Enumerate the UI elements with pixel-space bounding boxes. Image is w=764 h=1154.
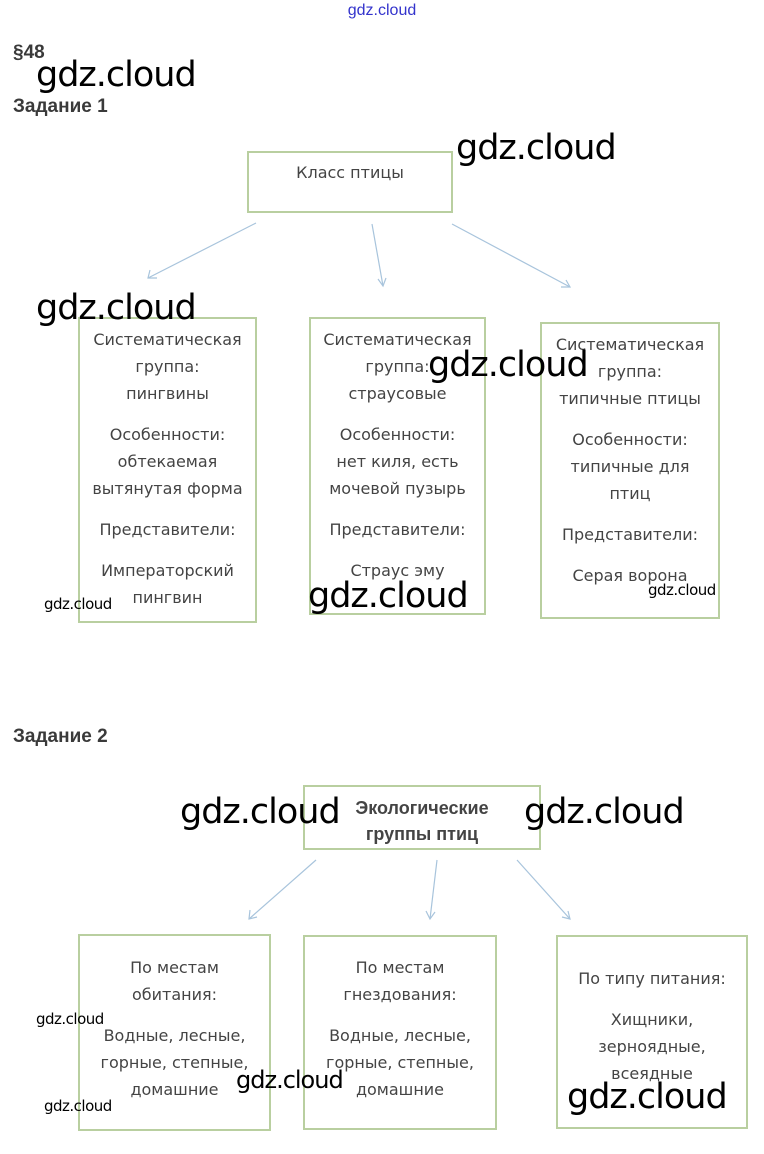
text-line: пингвин	[132, 588, 203, 607]
watermark: gdz.cloud	[36, 288, 197, 328]
watermark: gdz.cloud	[524, 792, 685, 832]
text-line: Систематическая	[93, 330, 242, 349]
arrow-2-1	[248, 859, 317, 920]
text-line: типичные для	[570, 457, 690, 476]
text-line: горные, степные,	[100, 1053, 249, 1072]
text-line: группа:	[365, 357, 430, 376]
text-line: зерноядные,	[598, 1037, 706, 1056]
watermark: gdz.cloud	[236, 1066, 344, 1094]
arrow-2-3	[516, 859, 571, 920]
arrow-2-2	[425, 859, 438, 921]
group-box-typical-birds: Систематическая группа: типичные птицы Осо…	[540, 322, 720, 619]
watermark: gdz.cloud	[44, 1097, 112, 1115]
text-line: вытянутая форма	[92, 479, 243, 498]
task1-title: Задание 1	[13, 96, 108, 117]
root-label: Класс птицы	[296, 163, 404, 182]
text-line: Императорский	[101, 561, 234, 580]
text-line: домашние	[130, 1080, 219, 1099]
text-line: мочевой пузырь	[329, 479, 466, 498]
text-line: Хищники,	[610, 1010, 694, 1029]
text-line: домашние	[355, 1080, 445, 1099]
text-line: По типу питания:	[578, 969, 726, 988]
text-line: обтекаемая	[117, 452, 218, 471]
text-line: По местам	[130, 958, 219, 977]
group-box-penguins: Систематическая группа: пингвины Особеннос…	[78, 317, 257, 623]
text-line: Систематическая	[323, 330, 472, 349]
text-line: всеядные	[611, 1064, 693, 1083]
text-line: типичные птицы	[559, 389, 701, 408]
text-line: Водные, лесные,	[329, 1026, 471, 1045]
watermark: gdz.cloud	[567, 1077, 728, 1117]
text-line: Особенности:	[339, 425, 456, 444]
text-line: Систематическая	[555, 335, 705, 354]
text-line: Представители:	[99, 520, 236, 539]
arrow-1-1	[147, 222, 257, 279]
text-line: Особенности:	[572, 430, 688, 449]
group-box-ostriches: Систематическая группа: страусовые Особенн…	[309, 317, 486, 615]
eco-box-feeding: По типу питания: Хищники, зерноядные, всея…	[556, 935, 748, 1129]
section-number: §48	[13, 42, 45, 63]
root-box-bird-class: Класс птицы	[247, 151, 453, 213]
watermark: gdz.cloud	[456, 128, 617, 168]
watermark: gdz.cloud	[180, 792, 341, 832]
text-line: Серая ворона	[572, 566, 688, 585]
text-line: гнездования:	[343, 985, 457, 1004]
watermark: gdz.cloud	[308, 576, 469, 616]
text-line: По местам	[355, 958, 445, 977]
text-line: нет киля, есть	[336, 452, 459, 471]
watermark: gdz.cloud	[428, 345, 589, 385]
text-line: пингвины	[126, 384, 209, 403]
text-line: обитания:	[131, 985, 218, 1004]
text-line: группа:	[135, 357, 200, 376]
text-line: страусовые	[348, 384, 447, 403]
eco-box-habitat: По местам обитания: Водные, лесные, горные…	[78, 934, 271, 1131]
watermark: gdz.cloud	[36, 1010, 104, 1028]
text-line: группы птиц	[365, 824, 479, 844]
text-line: птиц	[609, 484, 651, 503]
text-line: Экологические	[355, 798, 489, 818]
text-line: Представители:	[329, 520, 466, 539]
text-line: группа:	[597, 362, 663, 381]
root-box-ecological-groups: Экологические группы птиц	[303, 785, 541, 850]
watermark: gdz.cloud	[648, 581, 716, 599]
watermark: gdz.cloud	[44, 595, 112, 613]
eco-box-nesting: По местам гнездования: Водные, лесные, гор…	[303, 935, 497, 1130]
task2-title: Задание 2	[13, 726, 108, 747]
text-line: Особенности:	[109, 425, 226, 444]
arrow-1-2	[371, 223, 387, 288]
text-line: горные, степные,	[326, 1053, 474, 1072]
text-line: Представители:	[561, 525, 699, 544]
text-line: Страус эму	[350, 561, 445, 580]
watermark: gdz.cloud	[36, 55, 197, 95]
arrow-1-3	[451, 223, 572, 288]
text-line: Водные, лесные,	[103, 1026, 246, 1045]
site-link[interactable]: gdz.cloud	[347, 2, 417, 19]
